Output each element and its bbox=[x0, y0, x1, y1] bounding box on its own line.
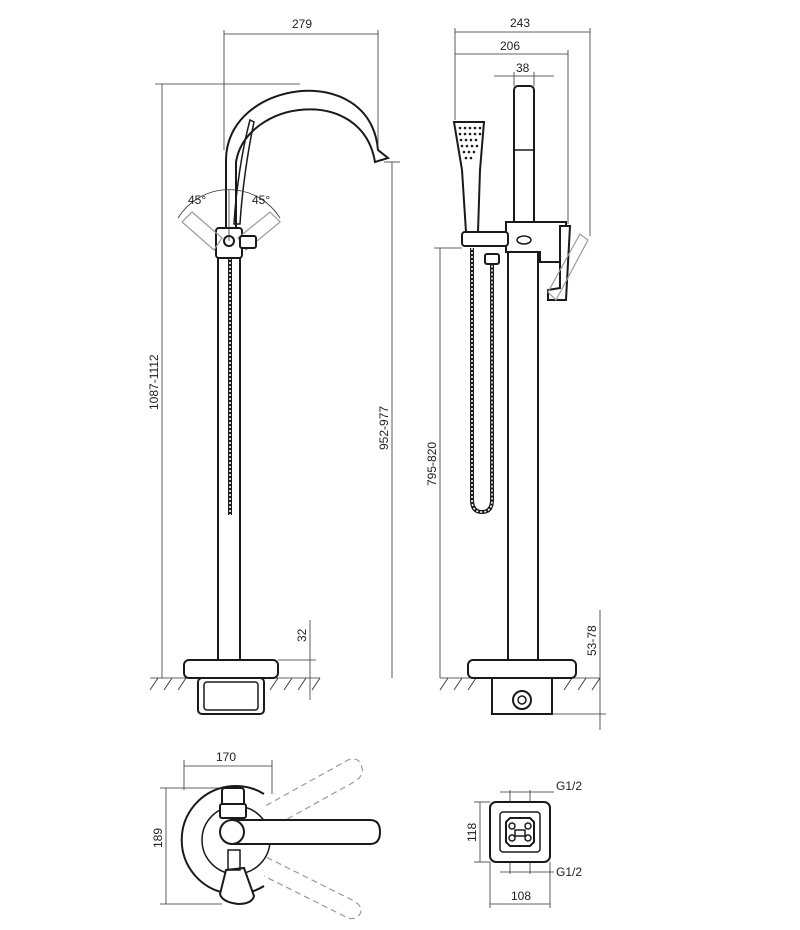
dim-top-width-label: 170 bbox=[216, 750, 236, 764]
dim-total-height-label: 1087-1112 bbox=[147, 354, 161, 410]
side-shower-head-holes bbox=[458, 126, 482, 160]
side-column bbox=[507, 239, 539, 661]
side-lever-ghost bbox=[547, 233, 589, 301]
angle-right-label: 45° bbox=[252, 193, 270, 207]
dim-base-range-label: 53-78 bbox=[585, 625, 599, 656]
dim-base-label: 32 bbox=[295, 628, 309, 642]
top-hand-shower bbox=[218, 866, 256, 906]
dim-spout-height-label: 952-977 bbox=[377, 406, 391, 450]
side-base-plate bbox=[467, 659, 577, 679]
front-base-plate bbox=[183, 659, 279, 679]
dim-depth-label: 243 bbox=[510, 16, 530, 30]
side-floor-hatch bbox=[439, 677, 601, 691]
dim-column-diameter-label: 38 bbox=[516, 61, 530, 75]
front-embedded-box bbox=[197, 677, 265, 715]
side-view: 243 206 38 795-820 53-78 bbox=[425, 16, 606, 730]
side-shower-holder bbox=[461, 231, 509, 247]
top-view: 170 189 bbox=[151, 750, 382, 920]
side-hand-shower bbox=[452, 121, 486, 233]
dim-top-depth-label: 189 bbox=[151, 828, 165, 848]
box-inner bbox=[499, 811, 541, 853]
front-handle bbox=[239, 235, 257, 249]
side-hose bbox=[470, 248, 494, 515]
front-spout bbox=[225, 89, 391, 229]
side-mixer-body bbox=[505, 221, 567, 263]
dim-depth-spout-label: 206 bbox=[500, 39, 520, 53]
angle-left-label: 45° bbox=[188, 193, 206, 207]
dim-connection-top-label: G1/2 bbox=[556, 779, 582, 793]
front-view: 45° 45° 279 1087-1112 952-977 32 bbox=[147, 17, 400, 715]
side-lever bbox=[547, 225, 572, 301]
dim-holder-height-label: 795-820 bbox=[425, 442, 439, 486]
top-lever bbox=[231, 819, 382, 845]
top-lever-ghost-up bbox=[239, 758, 363, 843]
dim-box-width-label: 108 bbox=[511, 889, 531, 903]
floor-hatch bbox=[149, 677, 321, 691]
top-lever-ghost-down bbox=[235, 843, 362, 920]
side-connection-port bbox=[512, 690, 532, 710]
dim-width-label: 279 bbox=[292, 17, 312, 31]
dim-box-height-label: 118 bbox=[465, 823, 479, 842]
box-view: G1/2 G1/2 118 108 bbox=[465, 779, 582, 908]
front-hand-shower bbox=[233, 118, 255, 225]
dim-connection-bottom-label: G1/2 bbox=[556, 865, 582, 879]
side-hose-connector bbox=[484, 253, 500, 265]
angle-arc bbox=[177, 189, 281, 219]
side-spout-stem bbox=[513, 85, 535, 241]
